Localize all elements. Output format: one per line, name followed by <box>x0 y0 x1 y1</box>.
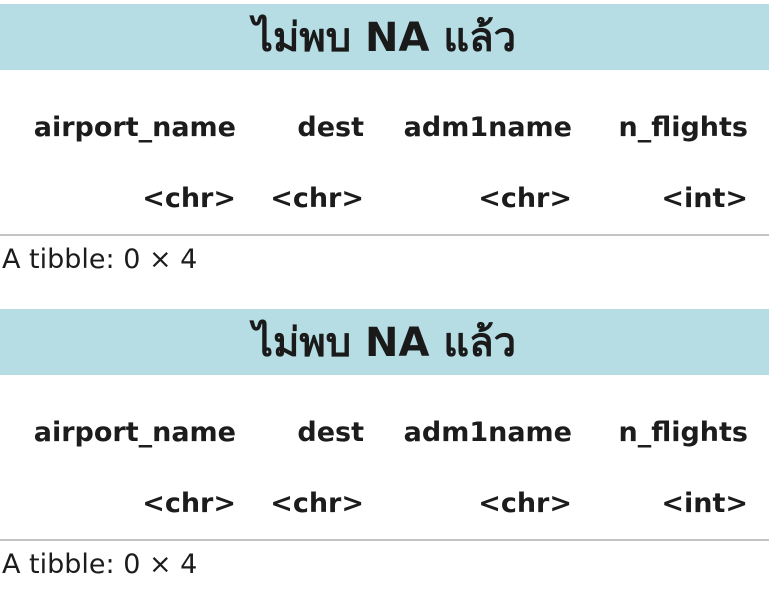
table-caption: A tibble: 0 × 4 <box>2 244 198 275</box>
column-header-adm1name: adm1name <box>403 417 572 448</box>
column-header-airport-name: airport_name <box>33 417 236 448</box>
column-header-airport-name: airport_name <box>33 112 236 143</box>
column-header-n-flights: n_flights <box>618 417 748 448</box>
table-divider <box>0 539 769 541</box>
section-title: ไม่พบ NA แล้ว <box>252 15 517 61</box>
table-header-row: airport_name dest adm1name n_flights <box>0 108 769 148</box>
table-type-row: <chr> <chr> <chr> <int> <box>0 484 769 524</box>
section-title-banner: ไม่พบ NA แล้ว <box>0 309 769 375</box>
table-type-row: <chr> <chr> <chr> <int> <box>0 179 769 219</box>
table-caption: A tibble: 0 × 4 <box>2 549 198 580</box>
column-type-adm1name: <chr> <box>478 183 572 214</box>
column-type-dest: <chr> <box>270 183 364 214</box>
section-title-banner: ไม่พบ NA แล้ว <box>0 4 769 70</box>
table-header-row: airport_name dest adm1name n_flights <box>0 413 769 453</box>
section-title: ไม่พบ NA แล้ว <box>252 320 517 366</box>
column-header-adm1name: adm1name <box>403 112 572 143</box>
column-type-n-flights: <int> <box>661 183 748 214</box>
column-type-n-flights: <int> <box>661 488 748 519</box>
output-block-2: ไม่พบ NA แล้ว airport_name dest adm1name… <box>0 305 769 610</box>
table-divider <box>0 234 769 236</box>
output-block-1: ไม่พบ NA แล้ว airport_name dest adm1name… <box>0 4 769 275</box>
column-header-dest: dest <box>297 112 364 143</box>
column-type-adm1name: <chr> <box>478 488 572 519</box>
column-type-airport-name: <chr> <box>142 488 236 519</box>
column-type-dest: <chr> <box>270 488 364 519</box>
column-type-airport-name: <chr> <box>142 183 236 214</box>
column-header-n-flights: n_flights <box>618 112 748 143</box>
column-header-dest: dest <box>297 417 364 448</box>
